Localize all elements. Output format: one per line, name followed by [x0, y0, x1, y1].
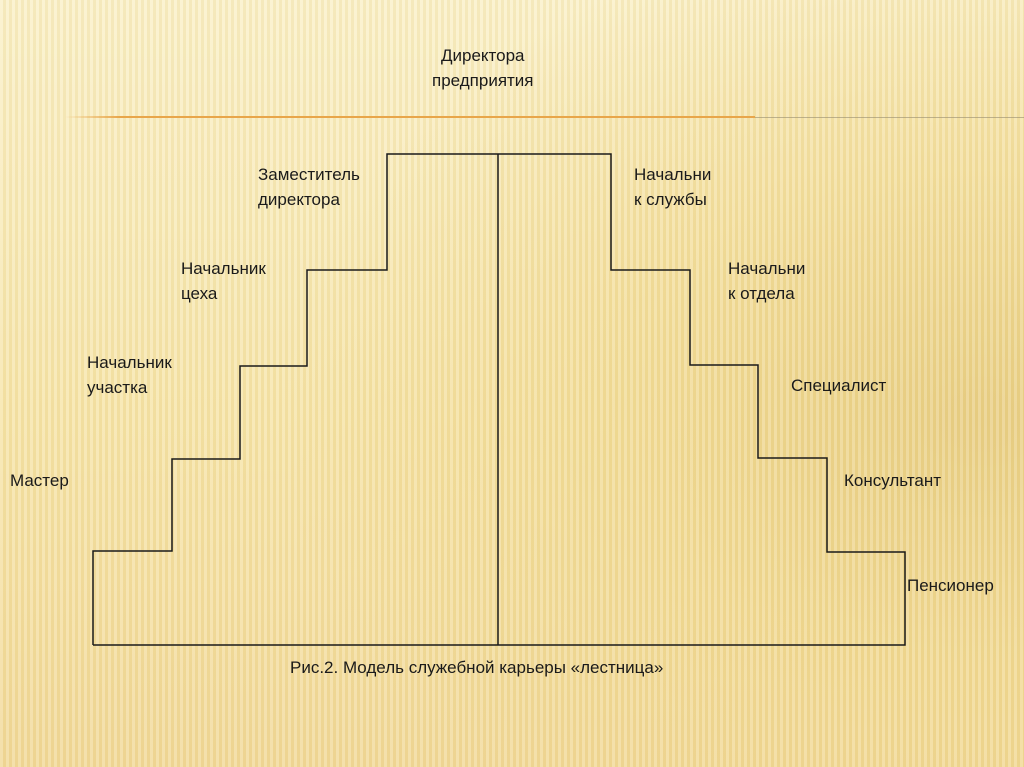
label-deputy-director: Заместитель директора [258, 165, 360, 209]
label-foreman: Мастер [10, 471, 69, 490]
label-section-head: Начальник участка [87, 353, 172, 397]
label-department-head: Начальни к отдела [728, 259, 806, 303]
ladder-outline [92, 153, 906, 646]
title-divider [65, 116, 755, 118]
label-consultant: Консультант [844, 471, 942, 490]
label-pensioner: Пенсионер [907, 576, 994, 595]
label-specialist: Специалист [791, 376, 887, 395]
top-title: Директора предприятия [432, 46, 534, 90]
figure-caption: Рис.2. Модель служебной карьеры «лестниц… [290, 658, 664, 677]
title-divider-tail [755, 117, 1024, 118]
label-service-head: Начальни к службы [634, 165, 712, 209]
label-shop-head: Начальник цеха [181, 259, 266, 303]
